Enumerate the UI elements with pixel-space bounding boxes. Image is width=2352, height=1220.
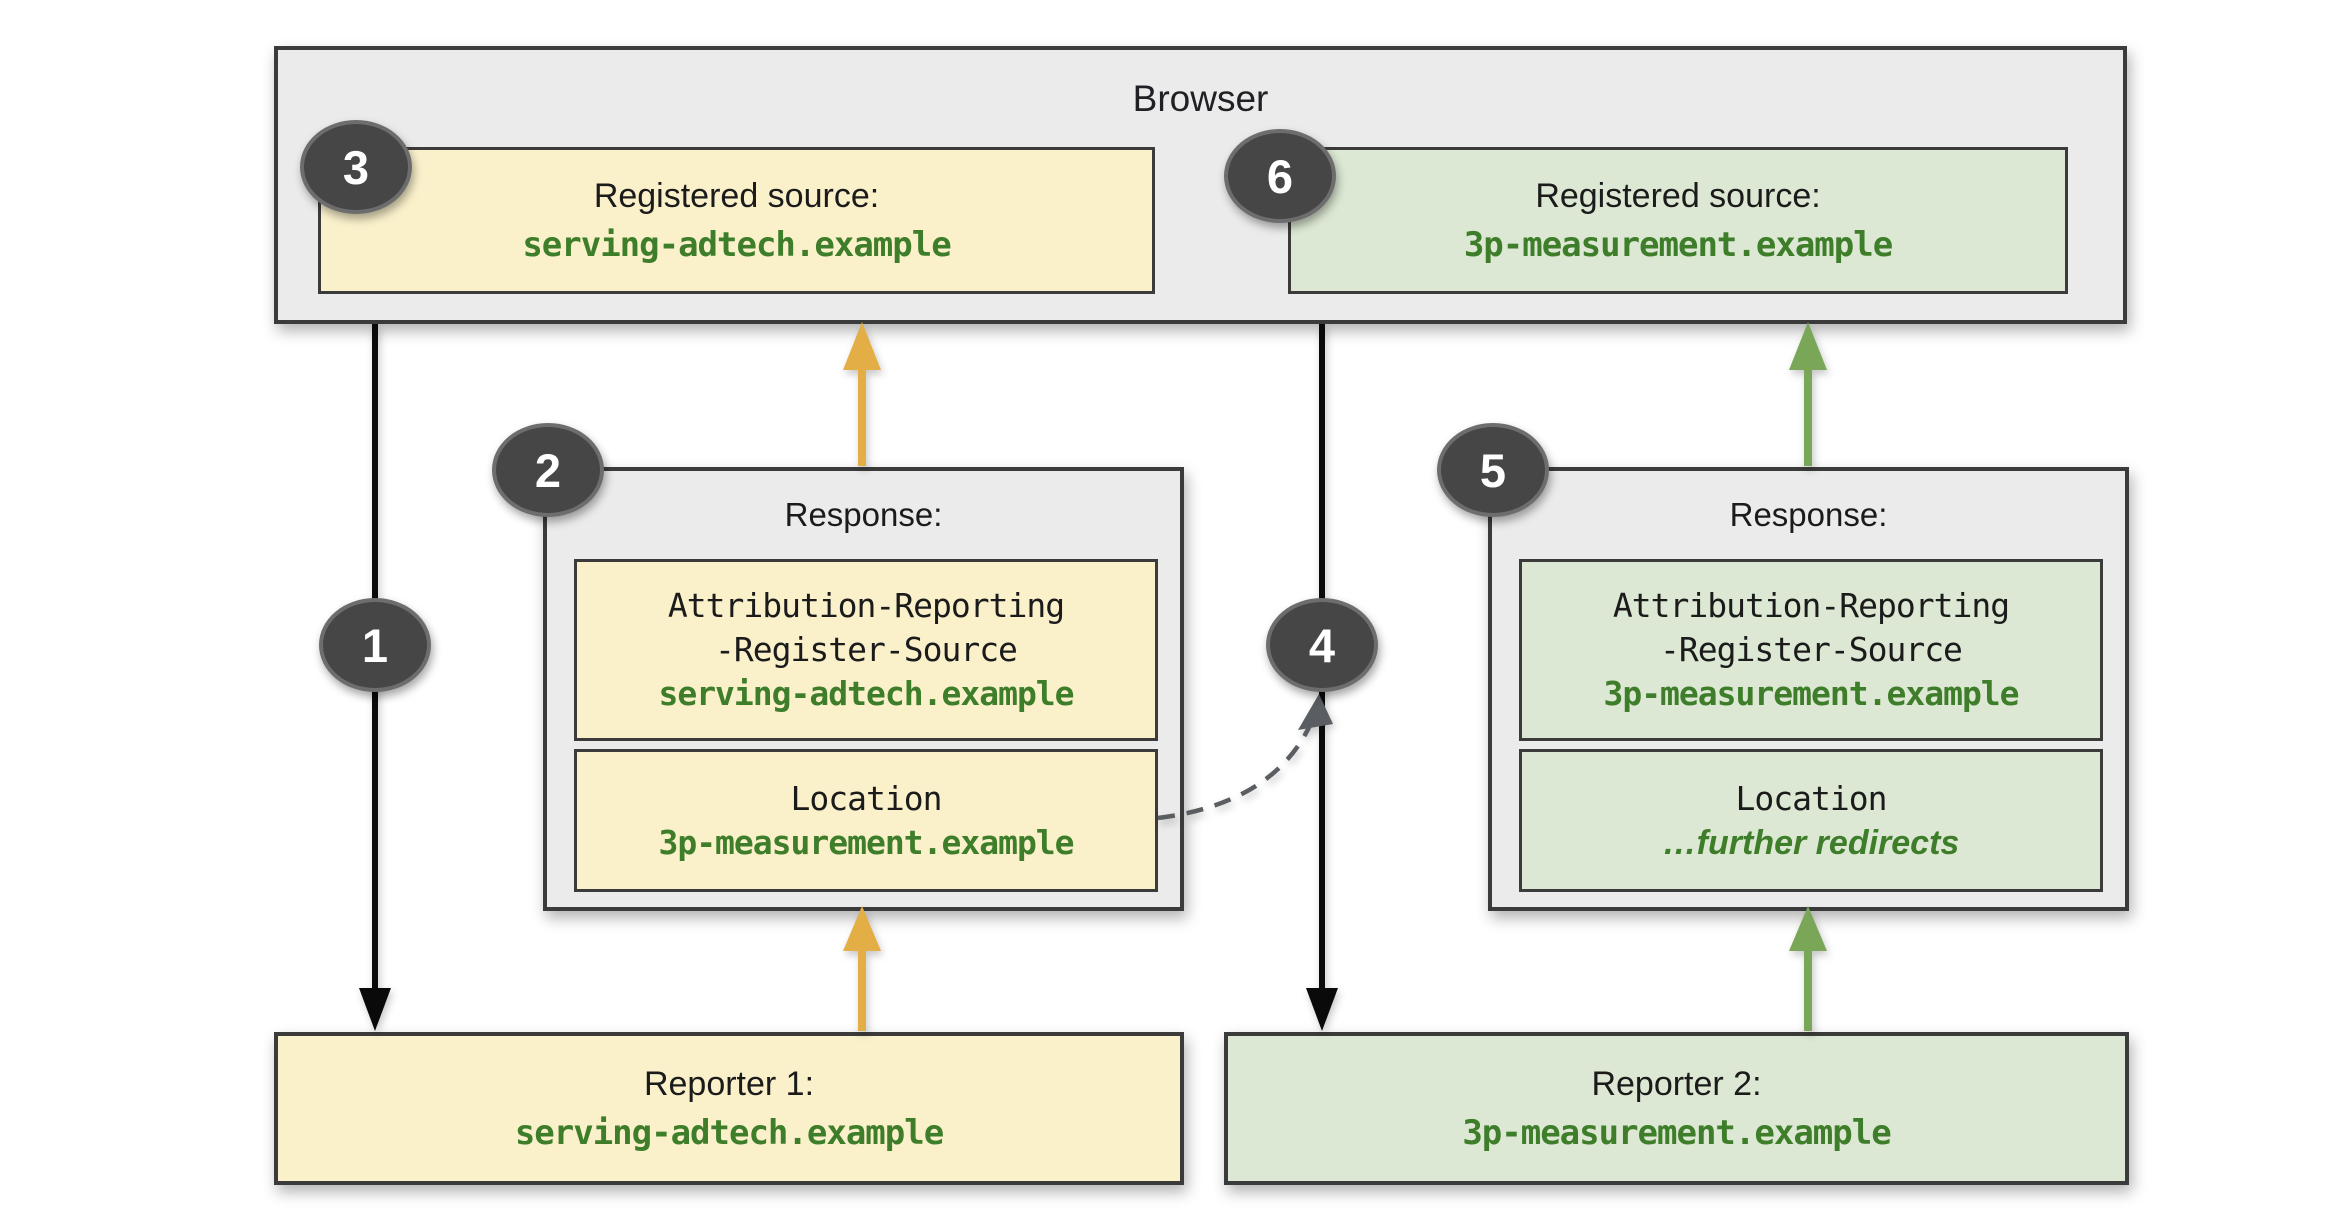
- response-1-location-box: Location 3p-measurement.example: [574, 749, 1158, 892]
- step-badge-1: 1: [319, 598, 431, 692]
- response-2-header-line2: -Register-Source: [1660, 630, 1963, 669]
- reporter-1-domain: serving-adtech.example: [514, 1112, 944, 1153]
- reporter-2-title: Reporter 2:: [1591, 1064, 1762, 1103]
- arrow-reporter2-to-response2-arrowhead: [1789, 906, 1827, 951]
- registered-source-1-domain: serving-adtech.example: [522, 224, 951, 265]
- response-1-title: Response:: [784, 496, 943, 533]
- response-2-header-domain: 3p-measurement.example: [1603, 674, 2019, 713]
- response-1-header-line2: -Register-Source: [715, 630, 1018, 669]
- response-2-header-box: Attribution-Reporting -Register-Source 3…: [1519, 559, 2103, 741]
- response-2-box: Response: Attribution-Reporting -Registe…: [1488, 467, 2129, 911]
- step-badge-6: 6: [1224, 129, 1336, 223]
- reporter-2-box: Reporter 2: 3p-measurement.example: [1224, 1032, 2129, 1185]
- browser-title: Browser: [1132, 78, 1269, 119]
- registered-source-2-box: Registered source: 3p-measurement.exampl…: [1288, 147, 2068, 294]
- step-badge-4: 4: [1266, 598, 1378, 692]
- response-1-header-line1: Attribution-Reporting: [667, 586, 1065, 625]
- response-1-location-value: 3p-measurement.example: [658, 822, 1074, 862]
- arrow-reporter1-to-response1-arrowhead: [843, 906, 881, 951]
- response-2-header-line1: Attribution-Reporting: [1612, 586, 2010, 625]
- registered-source-2-label: Registered source:: [1535, 176, 1821, 215]
- arrow-response1-to-source1-arrowhead: [843, 322, 881, 370]
- reporter-2-domain: 3p-measurement.example: [1462, 1112, 1891, 1153]
- response-1-location-label: Location: [790, 778, 943, 818]
- response-2-location-box: Location …further redirects: [1519, 749, 2103, 892]
- response-2-location-label: Location: [1735, 778, 1888, 818]
- response-2-title: Response:: [1729, 496, 1888, 533]
- arrow-browser-to-reporter1-arrowhead: [359, 988, 391, 1031]
- registered-source-1-box: Registered source: serving-adtech.exampl…: [318, 147, 1155, 294]
- step-badge-5: 5: [1437, 423, 1549, 517]
- response-1-header-domain: serving-adtech.example: [658, 674, 1074, 713]
- arrow-browser-to-reporter2-arrowhead: [1306, 988, 1338, 1031]
- response-1-header-box: Attribution-Reporting -Register-Source s…: [574, 559, 1158, 741]
- arrow-response2-to-source2-arrowhead: [1789, 322, 1827, 370]
- reporter-1-box: Reporter 1: serving-adtech.example: [274, 1032, 1184, 1185]
- dashed-redirect-arrowhead: [1298, 694, 1333, 730]
- response-2-location-value: …further redirects: [1662, 823, 1960, 862]
- step-badge-3: 3: [300, 120, 412, 214]
- registered-source-2-domain: 3p-measurement.example: [1463, 224, 1893, 265]
- step-badge-2: 2: [492, 423, 604, 517]
- reporter-1-title: Reporter 1:: [643, 1064, 815, 1103]
- response-1-box: Response: Attribution-Reporting -Registe…: [543, 467, 1184, 911]
- registered-source-1-label: Registered source:: [593, 176, 880, 215]
